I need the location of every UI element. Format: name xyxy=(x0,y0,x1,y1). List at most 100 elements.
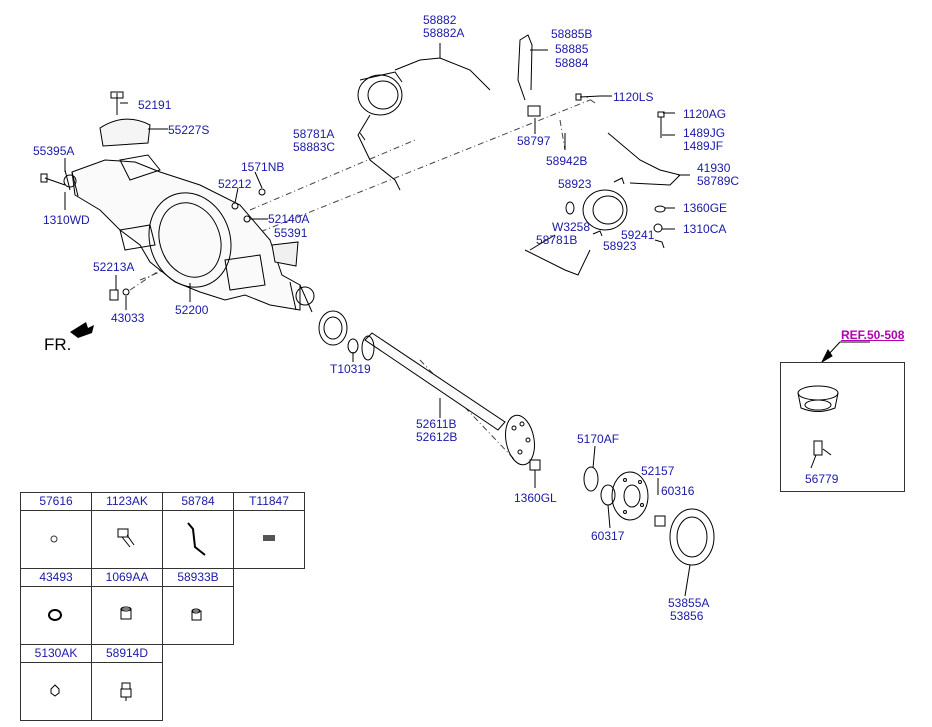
ref-detail-box: 56779 xyxy=(780,362,905,492)
callout-58789C[interactable]: 58789C xyxy=(697,174,740,188)
callout-1310WD[interactable]: 1310WD xyxy=(43,213,90,227)
bolt-1120AG[interactable] xyxy=(657,111,665,138)
callout-52200[interactable]: 52200 xyxy=(175,303,209,317)
callout-52191[interactable]: 52191 xyxy=(138,98,172,112)
front-arrow-icon xyxy=(70,322,94,338)
fitting-1571NB[interactable] xyxy=(258,188,266,196)
callout-52213A[interactable]: 52213A xyxy=(93,260,135,274)
seal-T10319[interactable] xyxy=(347,338,359,354)
callout-58923-lower[interactable]: 58923 xyxy=(603,239,637,253)
callout-60317[interactable]: 60317 xyxy=(591,529,625,543)
ref-detail-drawing xyxy=(797,385,839,469)
bushing-icon xyxy=(91,586,163,645)
nut-1360GL[interactable] xyxy=(529,459,541,471)
callout-1360GE[interactable]: 1360GE xyxy=(683,201,728,215)
small-nut-icon xyxy=(20,662,92,721)
fitting-W3258[interactable] xyxy=(565,201,575,215)
callout-52157[interactable]: 52157 xyxy=(641,464,675,478)
callout-55391[interactable]: 55391 xyxy=(274,226,308,240)
bracket-55391[interactable] xyxy=(271,241,299,267)
callout-52612B[interactable]: 52612B xyxy=(416,430,458,444)
callout-58923-upper[interactable]: 58923 xyxy=(558,177,592,191)
callout-58797[interactable]: 58797 xyxy=(517,134,551,148)
callout-1360GL[interactable]: 1360GL xyxy=(514,491,557,505)
fitting-59241[interactable] xyxy=(592,230,603,237)
pipe-icon xyxy=(162,510,234,569)
callout-58882A[interactable]: 58882A xyxy=(423,26,465,40)
callout-1489JG[interactable]: 1489JG xyxy=(683,126,726,140)
callout-58883C[interactable]: 58883C xyxy=(293,140,336,154)
bolt-1120LS[interactable] xyxy=(575,93,601,101)
seal-53855A[interactable] xyxy=(669,508,715,566)
callout-58885[interactable]: 58885 xyxy=(555,42,589,56)
fitting-1310CA[interactable] xyxy=(653,223,663,233)
callout-1120LS[interactable]: 1120LS xyxy=(613,90,654,104)
callout-55227S[interactable]: 55227S xyxy=(168,123,210,137)
key-icon xyxy=(233,510,305,569)
callout-55395A[interactable]: 55395A xyxy=(33,144,75,158)
front-orientation-label: FR. xyxy=(44,335,72,354)
legend-cell-header[interactable]: 1069AA xyxy=(91,568,163,587)
axle-shaft[interactable] xyxy=(361,332,538,467)
callout-1120AG[interactable]: 1120AG xyxy=(683,107,727,121)
brake-chamber-lower[interactable] xyxy=(582,189,628,231)
callout-52140A[interactable]: 52140A xyxy=(268,212,310,226)
bolt-52191[interactable] xyxy=(110,91,124,115)
callout-60316[interactable]: 60316 xyxy=(661,484,695,498)
nut-icon xyxy=(162,586,234,645)
brake-chamber-upper[interactable] xyxy=(357,71,403,116)
bolt-55395A[interactable] xyxy=(40,173,66,186)
callout-W3258[interactable]: W3258 xyxy=(552,220,591,234)
axle-housing[interactable] xyxy=(63,154,315,313)
callout-53856[interactable]: 53856 xyxy=(670,609,704,623)
callout-52611B[interactable]: 52611B xyxy=(416,417,457,431)
callout-59241[interactable]: 59241 xyxy=(621,228,655,242)
callout-T10319[interactable]: T10319 xyxy=(330,362,371,376)
legend-cell-header[interactable]: T11847 xyxy=(233,492,305,511)
callout-58885B[interactable]: 58885B xyxy=(551,27,593,41)
callout-56779[interactable]: 56779 xyxy=(805,472,839,486)
brake-line-58781A[interactable] xyxy=(357,114,401,191)
callout-5170AF[interactable]: 5170AF xyxy=(577,432,620,446)
callout-58781A[interactable]: 58781A xyxy=(293,127,335,141)
brake-line-41930[interactable] xyxy=(607,132,681,186)
legend-cell-header[interactable]: 43493 xyxy=(20,568,92,587)
bushing-60316[interactable] xyxy=(654,515,666,527)
fitting-1360GE[interactable] xyxy=(654,205,666,213)
brake-line-58882[interactable] xyxy=(394,57,491,91)
washer-icon xyxy=(20,510,92,569)
junction-58797[interactable] xyxy=(527,105,541,117)
callout-1571NB[interactable]: 1571NB xyxy=(241,160,285,174)
callout-53855A[interactable]: 53855A xyxy=(668,596,710,610)
bolt-icon xyxy=(91,510,163,569)
callout-1489JF[interactable]: 1489JF xyxy=(683,139,724,153)
legend-cell-header[interactable]: 5130AK xyxy=(20,644,92,663)
callout-43033[interactable]: 43033 xyxy=(111,311,145,325)
legend-cell-header[interactable]: 57616 xyxy=(20,492,92,511)
brake-line-58885B[interactable] xyxy=(517,34,533,101)
clamp-55227S[interactable] xyxy=(99,118,151,147)
fitting-58923[interactable] xyxy=(613,177,665,249)
callout-1310CA[interactable]: 1310CA xyxy=(683,222,727,236)
brake-line-58781B[interactable] xyxy=(524,249,591,276)
callout-41930[interactable]: 41930 xyxy=(697,161,731,175)
callout-58942B[interactable]: 58942B xyxy=(546,154,588,168)
hub-52157[interactable] xyxy=(611,471,649,521)
label-leaders xyxy=(64,43,691,597)
bolt-52213A[interactable] xyxy=(109,288,130,301)
oring-icon xyxy=(20,586,92,645)
callout-58781B[interactable]: 58781B xyxy=(536,233,578,247)
ref-link[interactable]: REF.50-508 xyxy=(841,328,905,342)
bleeder-valve-icon xyxy=(91,662,163,721)
callout-52212[interactable]: 52212 xyxy=(218,177,252,191)
legend-cell-header[interactable]: 58933B xyxy=(162,568,234,587)
parts-legend-table: 57616 1123AK 58784 T11847 43493 1069AA 5… xyxy=(20,492,305,721)
oring-5170AF[interactable] xyxy=(583,466,599,492)
legend-cell-header[interactable]: 58914D xyxy=(91,644,163,663)
callout-58884[interactable]: 58884 xyxy=(555,56,589,70)
legend-cell-header[interactable]: 58784 xyxy=(162,492,234,511)
callout-58882[interactable]: 58882 xyxy=(423,13,457,27)
bearing[interactable] xyxy=(318,310,348,346)
legend-cell-header[interactable]: 1123AK xyxy=(91,492,163,511)
